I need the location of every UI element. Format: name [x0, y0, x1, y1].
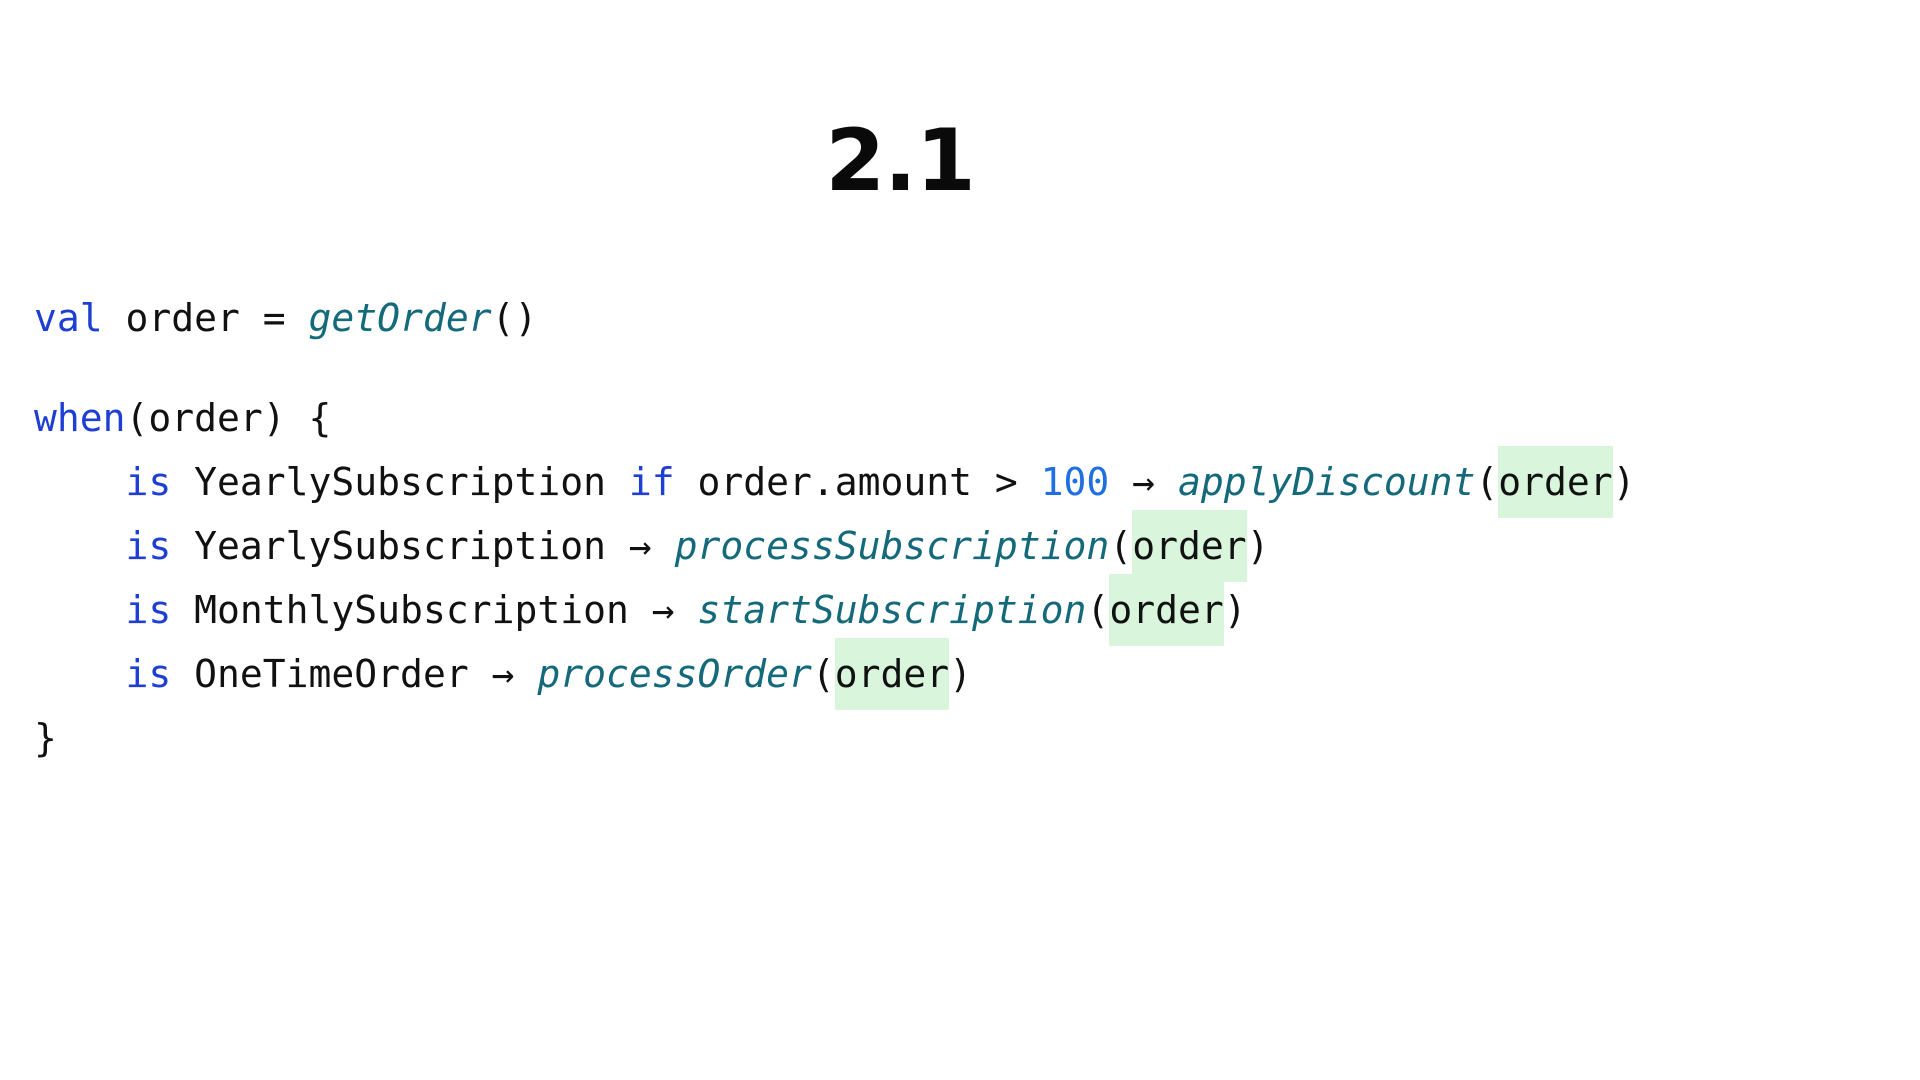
code-token-plain: ( [1109, 524, 1133, 568]
code-token-plain: ( [811, 652, 835, 696]
code-token-arrow: → [491, 652, 538, 696]
code-token-plain: MonthlySubscription [171, 588, 652, 632]
code-token-plain: ) [949, 652, 973, 696]
code-token-plain: ) [1246, 524, 1270, 568]
code-token-highlighted: order [1109, 574, 1224, 646]
code-token-plain: YearlySubscription [171, 524, 629, 568]
code-token-plain: () [491, 296, 538, 340]
code-token-plain: (order) { [125, 396, 332, 440]
code-token-keyword: val [34, 296, 103, 340]
code-token-function: processSubscription [674, 524, 1110, 568]
code-token-plain: order.amount > [674, 460, 1041, 504]
code-line: is YearlySubscription if order.amount > … [34, 446, 1636, 518]
code-token-plain: ) [1223, 588, 1247, 632]
code-line: when(order) { [34, 386, 1636, 450]
code-indent [34, 588, 126, 632]
code-indent [34, 460, 126, 504]
code-token-plain: } [34, 716, 57, 760]
code-token-arrow: → [1109, 460, 1178, 504]
code-token-keyword: is [125, 460, 172, 504]
code-line: val order = getOrder() [34, 286, 1636, 350]
code-token-arrow: → [651, 588, 698, 632]
code-token-plain: ) [1612, 460, 1636, 504]
code-line: } [34, 706, 1636, 770]
code-line: is YearlySubscription → processSubscript… [34, 510, 1636, 582]
code-token-keyword: is [125, 524, 172, 568]
code-token-highlighted: order [1132, 510, 1247, 582]
code-line-blank [34, 350, 1636, 386]
code-token-keyword: if [628, 460, 675, 504]
code-token-plain: ( [1086, 588, 1110, 632]
code-token-plain: OneTimeOrder [171, 652, 492, 696]
code-token-plain: YearlySubscription [171, 460, 629, 504]
code-token-keyword: is [125, 652, 172, 696]
code-token-number: 100 [1040, 460, 1110, 504]
code-token-function: getOrder [308, 296, 492, 340]
code-token-plain: ( [1475, 460, 1499, 504]
code-token-function: startSubscription [697, 588, 1087, 632]
code-token-keyword: is [125, 588, 172, 632]
code-token-function: applyDiscount [1177, 460, 1476, 504]
code-line: is OneTimeOrder → processOrder(order) [34, 638, 1636, 710]
code-block: val order = getOrder()when(order) { is Y… [34, 286, 1636, 770]
code-indent [34, 524, 126, 568]
code-token-plain: order = [102, 296, 309, 340]
code-token-keyword: when [34, 396, 126, 440]
code-token-arrow: → [628, 524, 675, 568]
slide-number-title: 2.1 [825, 111, 975, 211]
code-line: is MonthlySubscription → startSubscripti… [34, 574, 1636, 646]
code-token-highlighted: order [834, 638, 950, 710]
code-token-function: processOrder [537, 652, 812, 696]
code-indent [34, 652, 126, 696]
code-token-highlighted: order [1498, 446, 1613, 518]
